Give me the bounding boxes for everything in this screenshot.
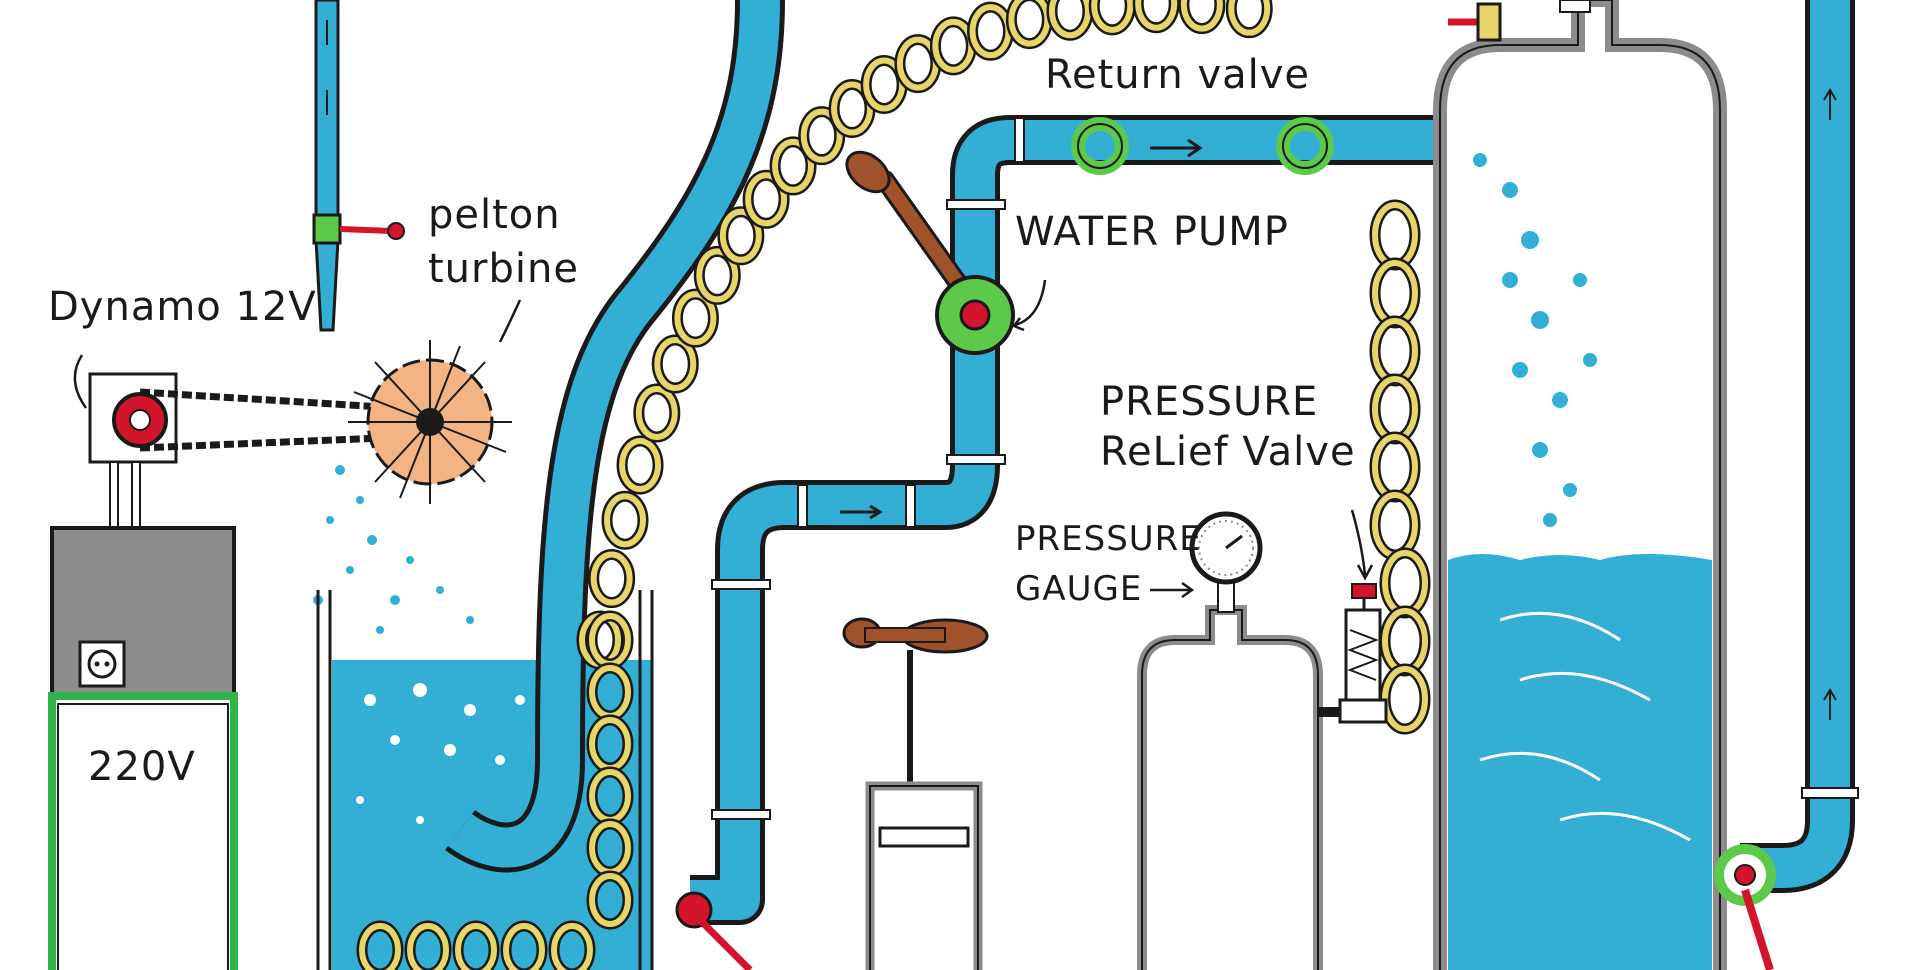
relief-valve-label-line2: ReLief Valve [1100, 429, 1356, 475]
hose-loop-fill [359, 923, 401, 970]
relief-valve-label-line1: PRESSURE [1100, 379, 1318, 425]
hose-loop-fill [1228, 0, 1271, 36]
right-riser-pipe [1740, 0, 1859, 893]
generator-box [48, 526, 238, 970]
hose-loop-fill [1372, 376, 1418, 442]
pressure-hose-arc [576, 0, 1273, 670]
main-return-pipe [445, 0, 785, 873]
hose-loop-fill [696, 248, 739, 303]
tank-inflow-stream [1473, 153, 1597, 527]
hand-pump [842, 617, 989, 970]
dynamo-label: Dynamo 12V [48, 284, 317, 330]
hose-loop-fill [619, 438, 662, 493]
outlet-voltage-label: 220V [88, 744, 196, 790]
tank-outlet-valve [1714, 844, 1776, 970]
pump-flow-arrows [840, 138, 1203, 520]
feed-pipe [314, 0, 340, 332]
gauge-label-line2: GAUGE [1015, 569, 1142, 609]
hose-loop-fill [551, 923, 593, 970]
hose-loop-fill [1372, 492, 1418, 558]
hose-loop-fill [654, 336, 697, 391]
hose-loop-fill [1372, 260, 1418, 326]
basin-outlet-valve [675, 891, 753, 970]
storage-tank [1433, 0, 1727, 970]
hose-loop-fill [1372, 434, 1418, 500]
hose-loop-fill [1048, 0, 1091, 39]
hose-loop-fill [590, 551, 633, 606]
hose-loop-fill [1382, 550, 1428, 616]
return-valve-label: Return valve [1045, 52, 1310, 98]
hose-loop-fill [674, 291, 717, 346]
hose-loop-fill [1382, 608, 1428, 674]
hose-loop-fill [1372, 202, 1418, 268]
pulley-icon [112, 392, 168, 448]
pelton-wheel-icon [348, 340, 512, 504]
pressure-hose-right [1369, 199, 1431, 735]
pressure-vessel [1137, 605, 1323, 970]
feed-valve [312, 213, 405, 245]
hose-loop-fill [800, 108, 843, 163]
tank-top-valve [1448, 0, 1591, 42]
hose-loop-fill [407, 923, 449, 970]
power-socket-icon [78, 640, 126, 688]
hose-loop-fill [589, 873, 631, 927]
return-valve [1071, 117, 1334, 175]
water-pump-label: WATER PUMP [1015, 209, 1289, 255]
pump-riser-pipe [690, 115, 1460, 925]
hose-loop-fill [604, 493, 647, 548]
hose-loop-fill [635, 385, 678, 440]
hose-loop-fill [1135, 0, 1178, 31]
hose-loop-fill [831, 81, 874, 136]
hose-loop-fill [719, 208, 762, 263]
turbine-splash [313, 465, 474, 634]
hose-loop-fill [503, 923, 545, 970]
annotation-arrows [73, 279, 1374, 599]
hose-loop-fill [1091, 0, 1134, 33]
hose-loop-fill [1372, 318, 1418, 384]
hose-loop-fill [455, 923, 497, 970]
pressure-hose-basin [356, 610, 634, 970]
gauge-label-line1: PRESSURE [1015, 519, 1202, 559]
dynamo [88, 372, 178, 529]
relief-valve [1318, 583, 1388, 724]
pump-wheel-icon [845, 150, 1015, 355]
hose-loop-fill [772, 138, 815, 193]
hose-loop-fill [1382, 666, 1428, 732]
pelton-label-line1: pelton [428, 192, 561, 238]
hose-loop-fill [745, 172, 788, 227]
hose-loop-fill [1180, 0, 1223, 32]
pressure-gauge-icon [1189, 511, 1263, 613]
pelton-label-line2: turbine [428, 246, 579, 292]
